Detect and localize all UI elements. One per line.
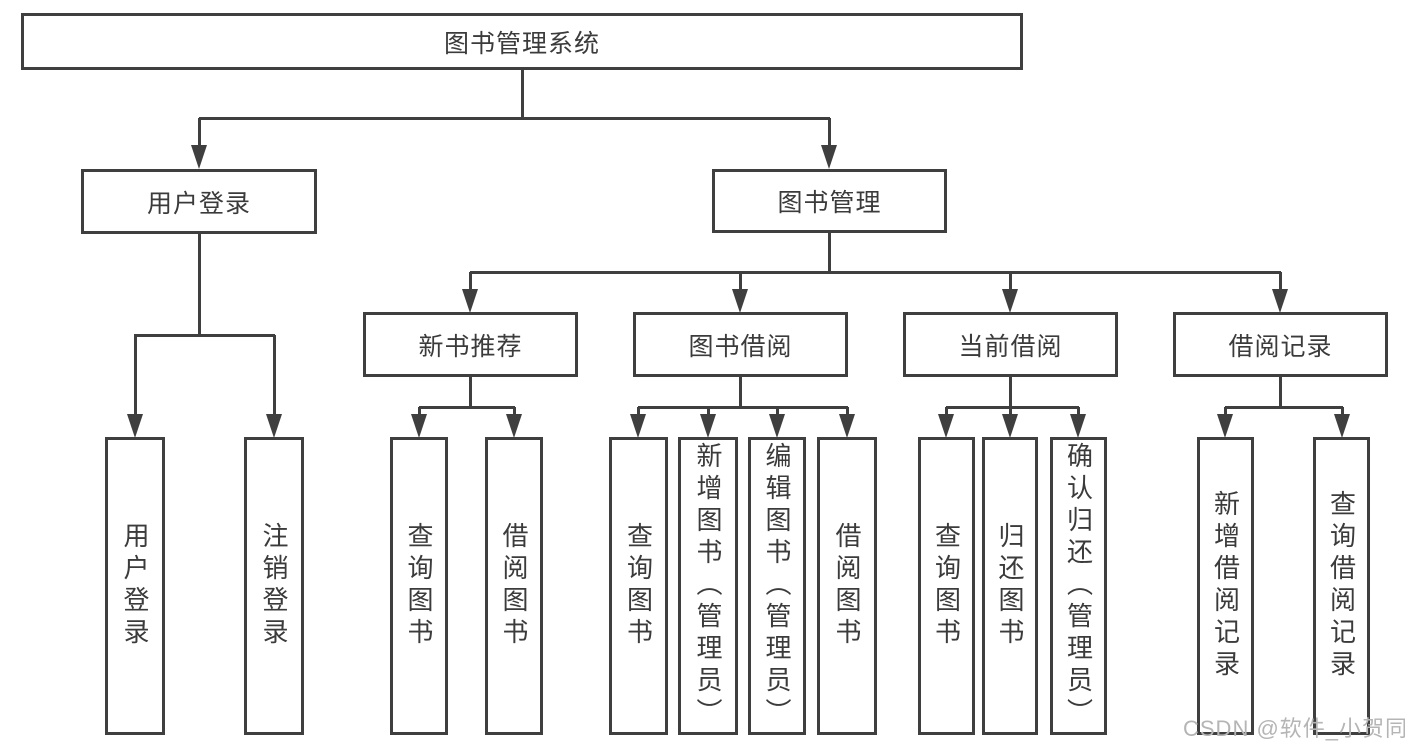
connector-line (1225, 405, 1343, 409)
leaf-query-borrow-record: 查询借阅记录 (1313, 437, 1370, 735)
leaf-return-books: 归还图书 (982, 437, 1038, 735)
arrow-down-icon (769, 414, 785, 438)
connector-line (638, 405, 848, 409)
connector-line (520, 70, 524, 118)
connector-line (738, 377, 742, 409)
connector-line (1278, 272, 1282, 291)
leaf-confirm-return-admin: 确认归还（管理员） (1050, 437, 1107, 735)
connector-line (134, 333, 275, 337)
node-borrowing-records: 借阅记录 (1173, 312, 1388, 377)
leaf-user-login-label: 用户登录 (120, 522, 150, 650)
connector-line (419, 405, 515, 409)
node-new-book-recommend: 新书推荐 (363, 312, 578, 377)
arrow-down-icon (1217, 414, 1233, 438)
connector-line (468, 377, 472, 409)
leaf-query-books-recommend-label: 查询图书 (404, 522, 434, 650)
leaf-query-books-current-label: 查询图书 (931, 522, 962, 650)
connector-line (706, 407, 710, 416)
arrow-down-icon (732, 289, 748, 313)
arrow-down-icon (700, 414, 716, 438)
connector-line (197, 118, 201, 147)
leaf-query-books-borrowing: 查询图书 (609, 437, 668, 735)
leaf-logout-label: 注销登录 (259, 522, 289, 650)
connector-line (272, 335, 276, 416)
connector-line (1340, 407, 1344, 416)
arrow-down-icon (1070, 414, 1086, 438)
arrow-down-icon (938, 414, 954, 438)
node-root-label: 图书管理系统 (443, 29, 600, 58)
connector-line (199, 116, 830, 120)
connector-line (1008, 272, 1012, 291)
node-book-borrowing: 图书借阅 (633, 312, 848, 377)
leaf-edit-books-admin: 编辑图书（管理员） (748, 437, 806, 735)
arrow-down-icon (1002, 289, 1018, 313)
connector-line (636, 407, 640, 416)
leaf-add-borrow-record: 新增借阅记录 (1197, 437, 1254, 735)
arrow-down-icon (1002, 414, 1018, 438)
connector-line (944, 407, 948, 416)
leaf-query-books-current: 查询图书 (918, 437, 975, 735)
arrow-down-icon (266, 414, 282, 438)
leaf-borrow-books-recommend: 借阅图书 (485, 437, 543, 735)
connector-line (1008, 407, 1012, 416)
node-new-book-recommend-label: 新书推荐 (418, 332, 523, 361)
node-book-management: 图书管理 (712, 169, 947, 233)
leaf-borrow-books-borrowing-label: 借阅图书 (832, 522, 862, 650)
arrow-down-icon (1334, 414, 1350, 438)
leaf-borrow-books-recommend-label: 借阅图书 (499, 522, 529, 650)
arrow-down-icon (1272, 289, 1288, 313)
leaf-add-books-admin-label: 新增图书（管理员） (693, 442, 723, 730)
node-book-borrowing-label: 图书借阅 (688, 332, 793, 361)
arrow-down-icon (821, 145, 837, 169)
connector-line (845, 407, 849, 416)
csdn-watermark: CSDN @软件_小贺同学 (1183, 716, 1405, 741)
node-current-borrowing: 当前借阅 (903, 312, 1118, 377)
arrow-down-icon (630, 414, 646, 438)
arrow-down-icon (127, 414, 143, 438)
connector-line (133, 335, 137, 416)
connector-line (1223, 407, 1227, 416)
leaf-user-login: 用户登录 (105, 437, 165, 735)
connector-line (197, 234, 201, 337)
connector-line (738, 272, 742, 291)
leaf-query-borrow-record-label: 查询借阅记录 (1326, 490, 1357, 682)
node-user-login-label: 用户登录 (146, 189, 251, 218)
leaf-logout: 注销登录 (244, 437, 304, 735)
connector-line (512, 407, 516, 416)
node-book-management-label: 图书管理 (777, 189, 882, 217)
arrow-down-icon (411, 414, 427, 438)
connector-line (1008, 377, 1012, 409)
node-root: 图书管理系统 (21, 13, 1023, 70)
arrow-down-icon (462, 289, 478, 313)
connector-line (827, 233, 831, 274)
leaf-add-borrow-record-label: 新增借阅记录 (1210, 490, 1241, 682)
arrow-down-icon (506, 414, 522, 438)
node-borrowing-records-label: 借阅记录 (1228, 332, 1333, 361)
leaf-confirm-return-admin-label: 确认归还（管理员） (1063, 442, 1094, 730)
node-current-borrowing-label: 当前借阅 (958, 332, 1063, 361)
connector-line (1278, 377, 1282, 409)
arrow-down-icon (839, 414, 855, 438)
leaf-edit-books-admin-label: 编辑图书（管理员） (762, 442, 792, 730)
leaf-query-books-borrowing-label: 查询图书 (623, 522, 654, 650)
connector-line (468, 272, 472, 291)
connector-line (1076, 407, 1080, 416)
leaf-return-books-label: 归还图书 (995, 522, 1025, 650)
connector-line (775, 407, 779, 416)
connector-line (470, 270, 1281, 274)
leaf-query-books-recommend: 查询图书 (390, 437, 448, 735)
connector-line (946, 405, 1079, 409)
leaf-add-books-admin: 新增图书（管理员） (678, 437, 738, 735)
connector-line (417, 407, 421, 416)
node-user-login: 用户登录 (81, 169, 317, 234)
leaf-borrow-books-borrowing: 借阅图书 (817, 437, 877, 735)
connector-line (827, 118, 831, 147)
arrow-down-icon (191, 145, 207, 169)
